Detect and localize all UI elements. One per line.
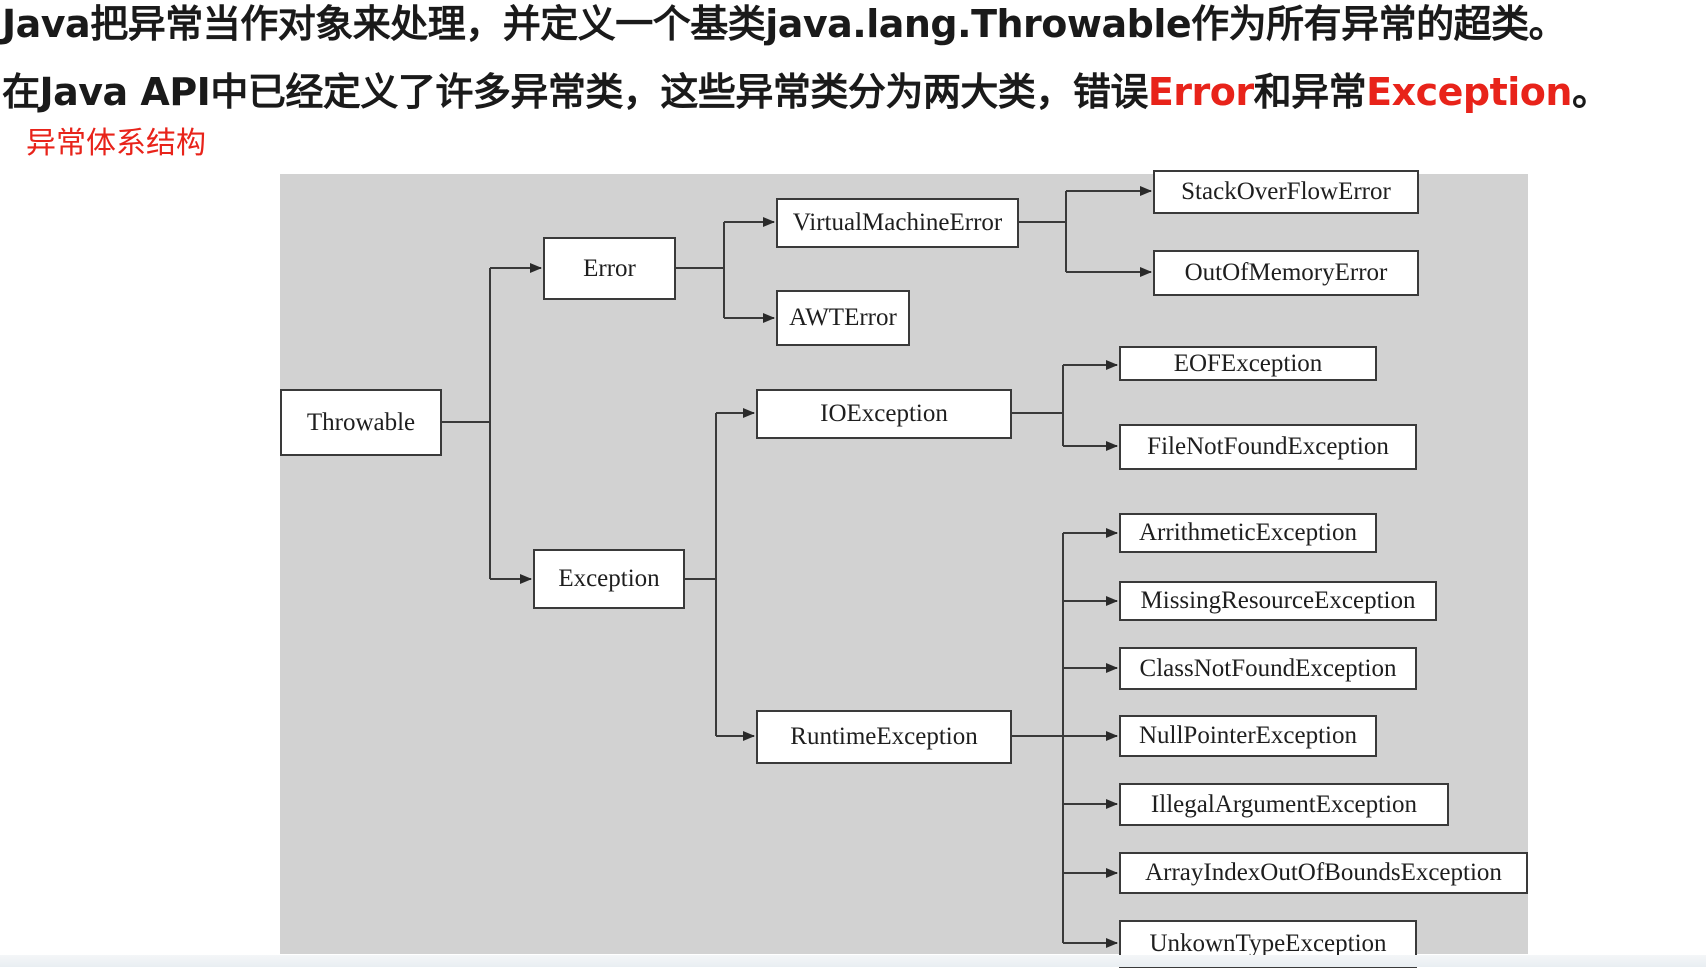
subtitle-exception-hierarchy: 异常体系结构 — [26, 126, 206, 161]
node-illegal-argument-exception: IllegalArgumentException — [1119, 783, 1449, 826]
heading-line-2: 在Java API中已经定义了许多异常类，这些异常类分为两大类，错误Error和… — [2, 68, 1610, 116]
node-throwable: Throwable — [280, 389, 442, 456]
heading-exception-keyword: Exception — [1366, 70, 1572, 114]
bottom-edge — [0, 955, 1706, 967]
heading-line-2-text: 在Java API中已经定义了许多异常类，这些异常类分为两大类，错误 — [2, 70, 1148, 114]
heading-error-keyword: Error — [1147, 70, 1254, 114]
node-missing-resource-exception: MissingResourceException — [1119, 581, 1437, 621]
heading-line-2-connector: 和异常 — [1253, 70, 1367, 114]
node-eof-exception: EOFException — [1119, 346, 1377, 381]
exception-hierarchy-diagram: Throwable Error Exception VirtualMachine… — [280, 170, 1528, 968]
node-stack-overflow-error: StackOverFlowError — [1153, 170, 1419, 214]
node-virtual-machine-error: VirtualMachineError — [776, 198, 1019, 248]
node-null-pointer-exception: NullPointerException — [1119, 715, 1377, 757]
node-awt-error: AWTError — [776, 290, 910, 346]
diagram-connectors — [442, 186, 1152, 948]
heading-line-2-period: 。 — [1571, 70, 1610, 114]
node-array-index-out-of-bounds-exception: ArrayIndexOutOfBoundsException — [1119, 852, 1528, 894]
node-out-of-memory-error: OutOfMemoryError — [1153, 250, 1419, 296]
node-arithmetic-exception: ArrithmeticException — [1119, 513, 1377, 553]
node-file-not-found-exception: FileNotFoundException — [1119, 424, 1417, 470]
node-io-exception: IOException — [756, 389, 1012, 439]
node-class-not-found-exception: ClassNotFoundException — [1119, 647, 1417, 690]
node-error: Error — [543, 237, 676, 300]
node-runtime-exception: RuntimeException — [756, 710, 1012, 764]
node-exception: Exception — [533, 549, 685, 609]
heading-line-1: Java把异常当作对象来处理，并定义一个基类java.lang.Throwabl… — [2, 2, 1567, 46]
